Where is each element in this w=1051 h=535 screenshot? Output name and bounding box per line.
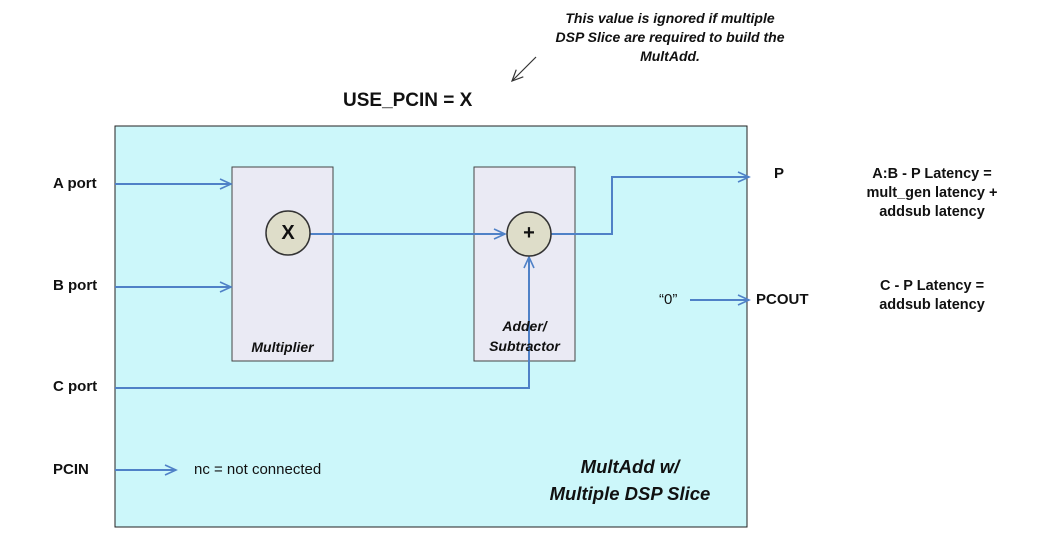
multadd-container: [114, 125, 748, 528]
add-to-p-arrow: [551, 171, 751, 235]
multiply-symbol: X: [281, 222, 295, 244]
multiply-operator-circle: [265, 210, 311, 256]
ab-p-latency-line-1: A:B - P Latency =: [872, 166, 992, 182]
add-symbol: +: [523, 222, 535, 244]
ignore-note: This value is ignored if multiple DSP Sl…: [522, 9, 818, 66]
container-title-line-1: MultAdd w/: [580, 456, 680, 477]
addsub-label-line-1: Adder/: [502, 318, 547, 334]
b-port-label: B port: [53, 277, 98, 294]
ignore-note-line-1: This value is ignored if multiple: [565, 10, 775, 26]
container-title: MultAdd w/ Multiple DSP Slice: [531, 453, 729, 507]
ab-p-latency-line-2: mult_gen latency +: [866, 185, 998, 201]
c-p-latency-line-2: addsub latency: [879, 297, 985, 313]
use-pcin-label: USE_PCIN = X: [343, 90, 473, 111]
addsub-label-line-2: Subtractor: [489, 338, 560, 354]
a-port-label: A port: [53, 175, 97, 192]
add-operator-circle: [506, 211, 552, 257]
ab-p-latency-note: A:B - P Latency = mult_gen latency + add…: [842, 165, 1022, 222]
container-title-line-2: Multiple DSP Slice: [549, 483, 711, 504]
pcin-nc-note: nc = not connected: [194, 461, 322, 478]
pcout-output-label: PCOUT: [756, 291, 809, 308]
ab-p-latency-line-3: addsub latency: [879, 204, 985, 220]
ignore-note-line-2: DSP Slice are required to build the: [555, 29, 785, 45]
multiplier-block: [231, 166, 334, 362]
multiplier-label: Multiplier: [251, 339, 314, 355]
addsub-label: Adder/ Subtractor: [466, 316, 583, 356]
c-port-path: [115, 255, 535, 389]
pcin-label: PCIN: [53, 461, 89, 478]
c-p-latency-note: C - P Latency = addsub latency: [842, 277, 1022, 315]
ignore-note-line-3: MultAdd.: [640, 48, 700, 64]
p-output-label: P: [774, 165, 785, 182]
c-p-latency-line-1: C - P Latency =: [879, 278, 985, 294]
note-pointer-arrow: [510, 56, 537, 83]
c-port-label: C port: [53, 378, 98, 395]
zero-constant-label: “0”: [659, 291, 678, 308]
